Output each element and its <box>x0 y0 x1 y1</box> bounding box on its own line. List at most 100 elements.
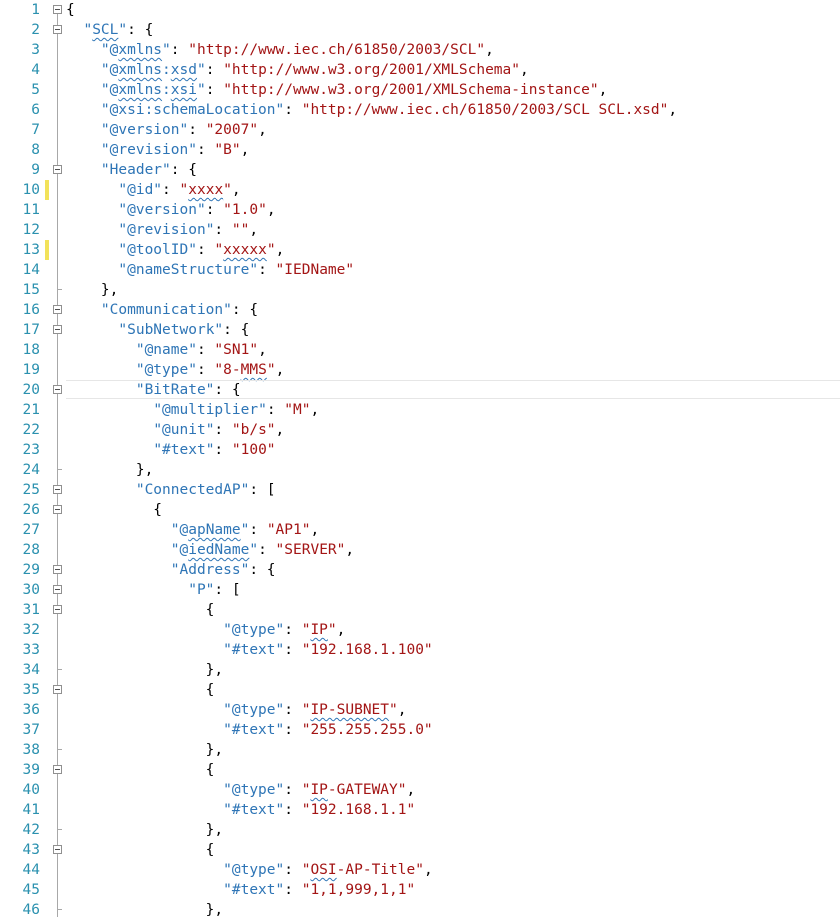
code-line[interactable]: 43 { <box>0 840 840 860</box>
code-line[interactable]: 32 "@type": "IP", <box>0 620 840 640</box>
code-line[interactable]: 24 }, <box>0 460 840 480</box>
code-text[interactable]: "@revision": "", <box>66 220 258 240</box>
code-line[interactable]: 15 }, <box>0 280 840 300</box>
fold-toggle-icon[interactable] <box>53 765 62 774</box>
code-text[interactable]: "ConnectedAP": [ <box>66 480 276 500</box>
code-text[interactable]: "Communication": { <box>66 300 258 320</box>
code-line[interactable]: 38 }, <box>0 740 840 760</box>
code-text[interactable]: { <box>66 760 215 780</box>
code-line[interactable]: 27 "@apName": "AP1", <box>0 520 840 540</box>
code-text[interactable]: "@unit": "b/s", <box>66 420 284 440</box>
code-text[interactable]: { <box>66 840 215 860</box>
code-text[interactable]: "@apName": "AP1", <box>66 520 319 540</box>
code-line[interactable]: 22 "@unit": "b/s", <box>0 420 840 440</box>
code-text[interactable]: "#text": "192.168.1.100" <box>66 640 433 660</box>
code-line[interactable]: 29 "Address": { <box>0 560 840 580</box>
code-text[interactable]: "@nameStructure": "IEDName" <box>66 260 354 280</box>
code-text[interactable]: "@xmlns:xsd": "http://www.w3.org/2001/XM… <box>66 60 529 80</box>
code-line[interactable]: 12 "@revision": "", <box>0 220 840 240</box>
code-line[interactable]: 31 { <box>0 600 840 620</box>
code-line[interactable]: 8 "@revision": "B", <box>0 140 840 160</box>
code-text[interactable]: "P": [ <box>66 580 240 600</box>
code-text[interactable]: "@xmlns:xsi": "http://www.w3.org/2001/XM… <box>66 80 607 100</box>
code-line[interactable]: 16 "Communication": { <box>0 300 840 320</box>
code-text[interactable]: }, <box>66 900 223 917</box>
code-text[interactable]: }, <box>66 740 223 760</box>
fold-toggle-icon[interactable] <box>53 25 62 34</box>
fold-toggle-icon[interactable] <box>53 485 62 494</box>
code-line[interactable]: 5 "@xmlns:xsi": "http://www.w3.org/2001/… <box>0 80 840 100</box>
code-text[interactable]: "Address": { <box>66 560 276 580</box>
code-text[interactable]: "@type": "IP", <box>66 620 345 640</box>
code-line[interactable]: 25 "ConnectedAP": [ <box>0 480 840 500</box>
code-line[interactable]: 3 "@xmlns": "http://www.iec.ch/61850/200… <box>0 40 840 60</box>
code-text[interactable]: "SCL": { <box>66 20 153 40</box>
code-line[interactable]: 10 "@id": "xxxx", <box>0 180 840 200</box>
fold-toggle-icon[interactable] <box>53 325 62 334</box>
code-text[interactable]: "@xmlns": "http://www.iec.ch/61850/2003/… <box>66 40 494 60</box>
code-line[interactable]: 2 "SCL": { <box>0 20 840 40</box>
fold-toggle-icon[interactable] <box>53 5 62 14</box>
code-line[interactable]: 13 "@toolID": "xxxxx", <box>0 240 840 260</box>
code-text[interactable]: "@name": "SN1", <box>66 340 267 360</box>
code-line[interactable]: 9 "Header": { <box>0 160 840 180</box>
code-text[interactable]: "@xsi:schemaLocation": "http://www.iec.c… <box>66 100 677 120</box>
code-line[interactable]: 39 { <box>0 760 840 780</box>
code-line[interactable]: 19 "@type": "8-MMS", <box>0 360 840 380</box>
code-text[interactable]: "#text": "255.255.255.0" <box>66 720 433 740</box>
code-text[interactable]: "@version": "1.0", <box>66 200 275 220</box>
code-text[interactable]: { <box>66 680 215 700</box>
code-line[interactable]: 36 "@type": "IP-SUBNET", <box>0 700 840 720</box>
code-text[interactable]: "@type": "IP-GATEWAY", <box>66 780 415 800</box>
code-line[interactable]: 34 }, <box>0 660 840 680</box>
fold-toggle-icon[interactable] <box>53 585 62 594</box>
code-text[interactable]: { <box>66 600 215 620</box>
code-text[interactable]: "@type": "OSI-AP-Title", <box>66 860 433 880</box>
code-text[interactable]: }, <box>66 820 223 840</box>
code-line[interactable]: 26 { <box>0 500 840 520</box>
code-line[interactable]: 1{ <box>0 0 840 20</box>
code-line[interactable]: 33 "#text": "192.168.1.100" <box>0 640 840 660</box>
fold-toggle-icon[interactable] <box>53 385 62 394</box>
code-line[interactable]: 35 { <box>0 680 840 700</box>
code-line[interactable]: 40 "@type": "IP-GATEWAY", <box>0 780 840 800</box>
code-line[interactable]: 6 "@xsi:schemaLocation": "http://www.iec… <box>0 100 840 120</box>
code-line[interactable]: 4 "@xmlns:xsd": "http://www.w3.org/2001/… <box>0 60 840 80</box>
code-line[interactable]: 28 "@iedName": "SERVER", <box>0 540 840 560</box>
code-text[interactable]: "SubNetwork": { <box>66 320 249 340</box>
code-text[interactable]: }, <box>66 660 223 680</box>
code-line[interactable]: 7 "@version": "2007", <box>0 120 840 140</box>
code-line[interactable]: 44 "@type": "OSI-AP-Title", <box>0 860 840 880</box>
code-line[interactable]: 21 "@multiplier": "M", <box>0 400 840 420</box>
code-line[interactable]: 46 }, <box>0 900 840 917</box>
code-text[interactable]: "Header": { <box>66 160 197 180</box>
code-text[interactable]: }, <box>66 280 118 300</box>
code-line[interactable]: 30 "P": [ <box>0 580 840 600</box>
code-text[interactable]: }, <box>66 460 153 480</box>
code-text[interactable]: "#text": "100" <box>66 440 275 460</box>
code-text[interactable]: "@id": "xxxx", <box>66 180 240 200</box>
code-text[interactable]: "#text": "192.168.1.1" <box>66 800 415 820</box>
code-text[interactable]: "@multiplier": "M", <box>66 400 319 420</box>
code-line[interactable]: 42 }, <box>0 820 840 840</box>
code-line[interactable]: 11 "@version": "1.0", <box>0 200 840 220</box>
code-line[interactable]: 45 "#text": "1,1,999,1,1" <box>0 880 840 900</box>
code-line[interactable]: 18 "@name": "SN1", <box>0 340 840 360</box>
code-text[interactable]: { <box>66 500 162 520</box>
code-line[interactable]: 23 "#text": "100" <box>0 440 840 460</box>
code-line[interactable]: 14 "@nameStructure": "IEDName" <box>0 260 840 280</box>
code-text[interactable]: { <box>66 0 75 20</box>
code-text[interactable]: "@iedName": "SERVER", <box>66 540 354 560</box>
fold-toggle-icon[interactable] <box>53 685 62 694</box>
code-text[interactable]: "@type": "8-MMS", <box>66 360 284 380</box>
fold-toggle-icon[interactable] <box>53 565 62 574</box>
fold-toggle-icon[interactable] <box>53 165 62 174</box>
code-text[interactable]: "@version": "2007", <box>66 120 267 140</box>
code-text[interactable]: "@revision": "B", <box>66 140 249 160</box>
code-line[interactable]: 41 "#text": "192.168.1.1" <box>0 800 840 820</box>
fold-toggle-icon[interactable] <box>53 605 62 614</box>
code-text[interactable]: "#text": "1,1,999,1,1" <box>66 880 415 900</box>
code-text[interactable]: "@toolID": "xxxxx", <box>66 240 284 260</box>
fold-toggle-icon[interactable] <box>53 305 62 314</box>
